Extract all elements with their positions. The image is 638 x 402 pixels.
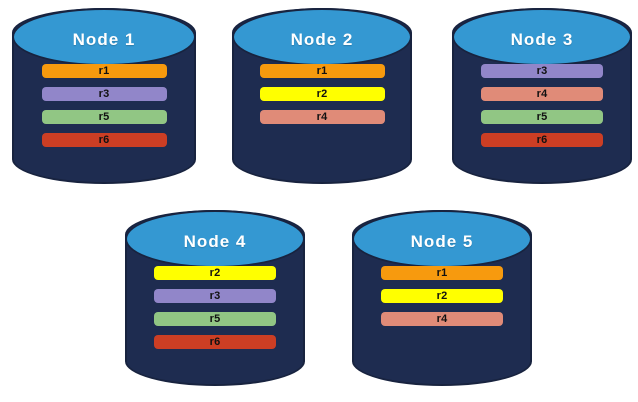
- replica-bar[interactable]: r5: [41, 110, 167, 124]
- replica-list: r1 r2 r4: [352, 266, 532, 326]
- replica-label: r4: [436, 312, 448, 325]
- cylinder-top-ellipse: Node 2: [232, 8, 412, 66]
- cylinder-top-ellipse: Node 4: [125, 210, 305, 268]
- replica-label: r5: [536, 110, 548, 123]
- replica-label: r3: [98, 87, 110, 100]
- node-title: Node 1: [72, 29, 136, 49]
- replica-label: r2: [436, 289, 448, 302]
- database-node-5[interactable]: Node 5 r1 r2 r4: [352, 210, 532, 386]
- replica-list: r1 r2 r4: [232, 64, 412, 124]
- replica-bar[interactable]: r6: [41, 133, 167, 147]
- replica-label: r1: [436, 266, 448, 279]
- database-node-3[interactable]: Node 3 r3 r4 r5 r6: [452, 8, 632, 184]
- cylinder-top-ellipse: Node 3: [452, 8, 632, 66]
- replica-bar[interactable]: r1: [381, 266, 503, 280]
- cylinder-top-ellipse: Node 1: [12, 8, 196, 66]
- replica-label: r5: [209, 312, 221, 325]
- replica-bar[interactable]: r4: [381, 312, 503, 326]
- node-title: Node 5: [410, 231, 474, 251]
- node-title: Node 3: [510, 29, 574, 49]
- database-node-1[interactable]: Node 1 r1 r3 r5 r6: [12, 8, 196, 184]
- replica-bar[interactable]: r3: [481, 64, 603, 78]
- replica-bar[interactable]: r4: [259, 110, 385, 124]
- replica-bar[interactable]: r4: [481, 87, 603, 101]
- database-node-2[interactable]: Node 2 r1 r2 r4: [232, 8, 412, 184]
- replica-list: r2 r3 r5 r6: [125, 266, 305, 349]
- replica-bar[interactable]: r6: [481, 133, 603, 147]
- replica-label: r5: [98, 110, 110, 123]
- replica-bar[interactable]: r6: [154, 335, 276, 349]
- replica-bar[interactable]: r3: [154, 289, 276, 303]
- replica-label: r3: [536, 64, 548, 77]
- replica-bar[interactable]: r1: [41, 64, 167, 78]
- replica-label: r1: [316, 64, 328, 77]
- replica-bar[interactable]: r3: [41, 87, 167, 101]
- replica-label: r2: [209, 266, 221, 279]
- replica-label: r2: [316, 87, 328, 100]
- replica-label: r4: [316, 110, 328, 123]
- replica-label: r4: [536, 87, 548, 100]
- replica-bar[interactable]: r5: [154, 312, 276, 326]
- node-title: Node 4: [183, 231, 247, 251]
- replica-label: r3: [209, 289, 221, 302]
- database-node-4[interactable]: Node 4 r2 r3 r5 r6: [125, 210, 305, 386]
- replica-bar[interactable]: r1: [259, 64, 385, 78]
- replica-bar[interactable]: r2: [259, 87, 385, 101]
- replica-label: r6: [536, 133, 548, 146]
- replica-bar[interactable]: r2: [381, 289, 503, 303]
- replica-label: r1: [98, 64, 110, 77]
- replica-bar[interactable]: r2: [154, 266, 276, 280]
- cylinder-top-ellipse: Node 5: [352, 210, 532, 268]
- replica-bar[interactable]: r5: [481, 110, 603, 124]
- replica-list: r3 r4 r5 r6: [452, 64, 632, 147]
- replica-label: r6: [98, 133, 110, 146]
- replica-label: r6: [209, 335, 221, 348]
- node-title: Node 2: [290, 29, 354, 49]
- replica-list: r1 r3 r5 r6: [12, 64, 196, 147]
